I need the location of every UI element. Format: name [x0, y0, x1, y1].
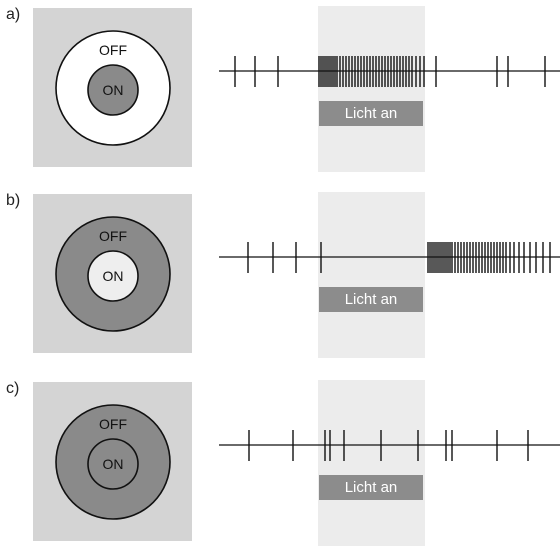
light-on-period — [318, 380, 425, 546]
on-center — [87, 64, 139, 116]
panel-0: a) OFF ON Licht an — [0, 2, 560, 172]
panel-1: b) OFF ON Licht an — [0, 188, 560, 358]
spike-train — [219, 430, 560, 461]
panel-label: b) — [6, 192, 21, 209]
spike-train — [219, 56, 560, 87]
on-label: ON — [103, 268, 124, 284]
receptive-field: OFF ON — [55, 30, 171, 146]
on-center — [87, 250, 139, 302]
off-label: OFF — [99, 42, 127, 58]
light-on-label: Licht an — [319, 475, 423, 500]
light-on-label: Licht an — [319, 101, 423, 126]
panel-2: c) OFF ON Licht an — [0, 376, 560, 546]
on-label: ON — [103, 82, 124, 98]
light-on-label: Licht an — [319, 287, 423, 312]
light-on-period — [318, 192, 425, 358]
on-center — [87, 438, 139, 490]
spike-train — [219, 242, 560, 273]
panel-label: c) — [6, 380, 20, 397]
receptive-field: OFF ON — [55, 404, 171, 520]
light-on-period — [318, 6, 425, 172]
off-label: OFF — [99, 416, 127, 432]
receptive-field: OFF ON — [55, 216, 171, 332]
on-label: ON — [103, 456, 124, 472]
panel-label: a) — [6, 6, 21, 23]
off-label: OFF — [99, 228, 127, 244]
